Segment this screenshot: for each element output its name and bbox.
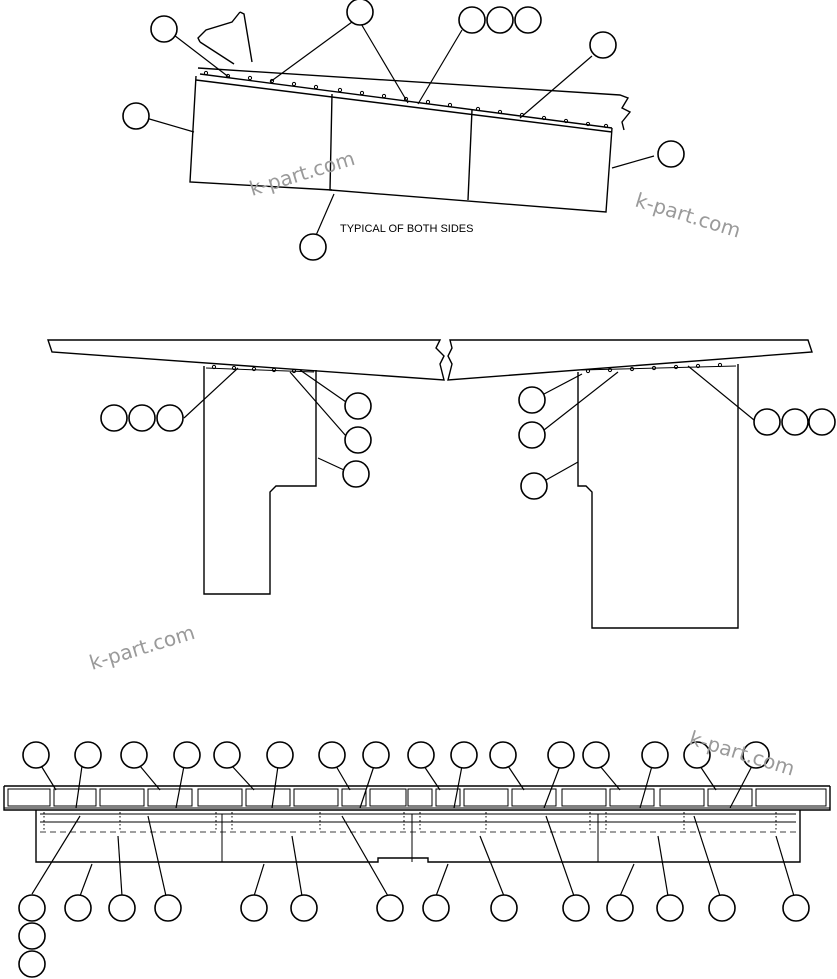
watermark: k-part.com [633, 188, 744, 243]
watermark: k-part.com [246, 146, 357, 201]
callout-bubble [486, 6, 514, 34]
callout-bubble [128, 404, 156, 432]
callout-bubble [346, 0, 374, 26]
bolt-row [203, 70, 609, 129]
callout-bubble [120, 741, 148, 769]
channel-boxes [7, 788, 827, 807]
callout-bubble [362, 741, 390, 769]
watermark: k-part.com [86, 620, 197, 675]
callout-bubble [318, 741, 346, 769]
callout-bubble [173, 741, 201, 769]
callout-bubble [18, 950, 46, 978]
callout-bubble [547, 741, 575, 769]
bottom-row-callouts [18, 894, 810, 978]
callout-bubble [266, 741, 294, 769]
callout-bubble [422, 894, 450, 922]
callout-bubble [657, 140, 685, 168]
callout-bubble [18, 894, 46, 922]
callout-bubble [299, 233, 327, 261]
callout-bubble [342, 460, 370, 488]
callout-bubble [641, 741, 669, 769]
callout-bubble [213, 741, 241, 769]
callout-bubble [589, 31, 617, 59]
callout-bubble [154, 894, 182, 922]
typical-note: TYPICAL OF BOTH SIDES [340, 223, 473, 235]
callout-bubble [781, 408, 809, 436]
callout-bubble [18, 922, 46, 950]
callout-bubble [518, 421, 546, 449]
callout-bubble [290, 894, 318, 922]
callout-bubble [450, 741, 478, 769]
callout-bubble [156, 404, 184, 432]
callout-bubble [742, 741, 770, 769]
callout-bubble [782, 894, 810, 922]
callout-bubble [808, 408, 836, 436]
callout-bubble [489, 741, 517, 769]
callout-bubble [582, 741, 610, 769]
callout-bubble [22, 741, 50, 769]
callout-bubble [344, 426, 372, 454]
callout-bubble [64, 894, 92, 922]
top-row-callouts [22, 741, 770, 769]
callout-bubble [753, 408, 781, 436]
callout-bubble [458, 6, 486, 34]
middle-end-panel-view [47, 339, 836, 629]
callout-bubble [562, 894, 590, 922]
bottom-floor-view [3, 741, 831, 978]
callout-bubble [100, 404, 128, 432]
callout-bubble [150, 15, 178, 43]
callout-bubble [344, 392, 372, 420]
callout-bubble [708, 894, 736, 922]
callout-bubble [490, 894, 518, 922]
callout-bubble [240, 894, 268, 922]
callout-bubble [520, 472, 548, 500]
callout-bubble [606, 894, 634, 922]
callout-bubble [514, 6, 542, 34]
callout-bubble [74, 741, 102, 769]
top-side-panel-view: TYPICAL OF BOTH SIDES [122, 0, 685, 261]
callout-bubble [108, 894, 136, 922]
callout-bubble [407, 741, 435, 769]
callout-bubble [683, 741, 711, 769]
callout-bubble [122, 102, 150, 130]
callout-bubble [376, 894, 404, 922]
watermark: k-part.com [687, 726, 798, 781]
callout-bubble [656, 894, 684, 922]
callout-bubble [518, 386, 546, 414]
